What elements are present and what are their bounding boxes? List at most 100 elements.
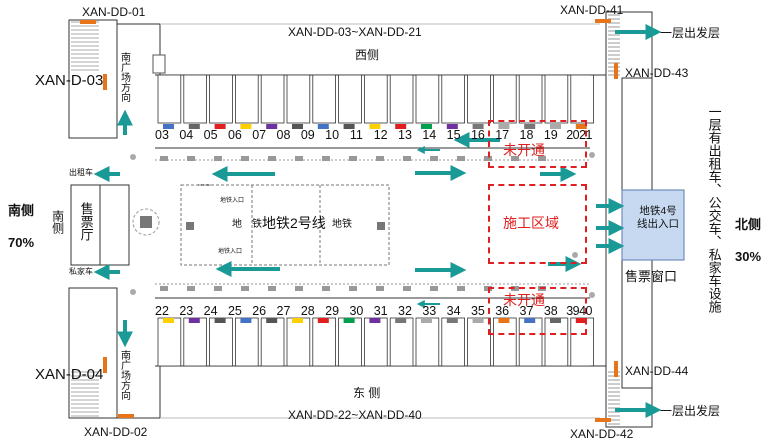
not-open-zone-bottom bbox=[488, 287, 587, 335]
metro-line-2: 地铁2号线 bbox=[262, 215, 326, 231]
gate-number: 12 bbox=[373, 128, 388, 142]
turnstile bbox=[214, 286, 222, 291]
gate-color-marker bbox=[266, 318, 278, 323]
gate-color-marker bbox=[292, 124, 303, 129]
gate-number: 32 bbox=[398, 304, 412, 318]
gate-color-marker bbox=[343, 318, 355, 323]
west-stall bbox=[441, 74, 465, 124]
east-stall bbox=[441, 317, 465, 367]
ticket-hall-label: 售票厅 bbox=[78, 202, 94, 241]
east-side-label: 东 侧 bbox=[353, 386, 381, 400]
gate-color-marker bbox=[550, 124, 561, 129]
turnstile bbox=[322, 156, 330, 161]
code-dd43: XAN-DD-43 bbox=[625, 66, 689, 80]
gate-color-marker bbox=[317, 124, 329, 129]
gate-number: 2021 bbox=[566, 128, 592, 142]
west-stall bbox=[415, 74, 440, 124]
turnstile bbox=[457, 156, 465, 161]
turnstile bbox=[187, 286, 195, 291]
south-direction-bottom: 南广场方向 bbox=[118, 350, 130, 400]
east-stall bbox=[338, 317, 362, 367]
turnstile bbox=[214, 156, 222, 161]
north-percent: 30% bbox=[735, 249, 762, 264]
gate-color-marker bbox=[292, 318, 303, 323]
marker-dd01 bbox=[80, 20, 96, 24]
gate-number: 08 bbox=[276, 128, 291, 142]
gate-number: 14 bbox=[422, 128, 437, 142]
turnstile bbox=[295, 286, 303, 291]
turnstile bbox=[430, 156, 438, 161]
west-stall bbox=[570, 74, 594, 124]
west-stall bbox=[312, 74, 336, 124]
gate-color-marker bbox=[163, 318, 174, 323]
west-range: XAN-DD-03~XAN-DD-21 bbox=[288, 25, 422, 39]
gate-number: 37 bbox=[519, 304, 534, 318]
code-dd44: XAN-DD-44 bbox=[625, 364, 689, 378]
metro-right: 地铁 bbox=[332, 219, 352, 230]
code-d04: XAN-D-04 bbox=[35, 366, 104, 383]
marker-dd42 bbox=[595, 418, 611, 422]
west-stall bbox=[363, 74, 388, 124]
gate-number: 05 bbox=[203, 128, 218, 142]
gate-color-marker bbox=[498, 318, 510, 323]
turnstile bbox=[241, 156, 249, 161]
gate-color-marker bbox=[395, 318, 407, 323]
gate-color-marker bbox=[575, 318, 587, 323]
turnstile bbox=[376, 156, 384, 161]
turnstile bbox=[187, 156, 195, 161]
gate-number: 09 bbox=[300, 128, 315, 142]
south-side-label: 南侧 bbox=[8, 203, 35, 218]
not-open-bottom: 未开通 bbox=[503, 292, 545, 308]
marker-dd44 bbox=[614, 361, 618, 377]
turnstile bbox=[349, 156, 357, 161]
gate-color-marker bbox=[472, 124, 484, 129]
gate-number: 18 bbox=[519, 128, 534, 142]
marker-dd41 bbox=[595, 19, 611, 23]
flow-arrows bbox=[93, 24, 662, 418]
gate-color-marker bbox=[317, 318, 329, 323]
gate-color-marker bbox=[163, 124, 174, 129]
svg-text:▭▭▭: ▭▭▭ bbox=[198, 182, 211, 187]
east-stall bbox=[209, 317, 233, 367]
turnstile bbox=[268, 286, 276, 291]
taxi-label: 出租车 bbox=[69, 168, 93, 177]
east-stall bbox=[312, 317, 336, 367]
not-open-top: 未开通 bbox=[503, 142, 545, 158]
gate-color-marker bbox=[369, 318, 381, 323]
west-side-label: 西侧 bbox=[355, 48, 380, 62]
gate-number: 28 bbox=[300, 304, 315, 318]
left-block-bottom bbox=[68, 287, 118, 419]
gate-color-marker bbox=[446, 318, 458, 323]
gate-color-marker bbox=[343, 124, 355, 129]
gate-number: 17 bbox=[495, 128, 510, 142]
marker-d03-top bbox=[103, 74, 107, 90]
gate-color-marker bbox=[498, 124, 510, 129]
metro-entrance-top: 地铁入口 bbox=[220, 198, 245, 204]
gate-number: 22 bbox=[155, 304, 169, 318]
metro-left2: 铁 bbox=[252, 219, 262, 230]
marker-dd43 bbox=[614, 63, 618, 79]
code-d03: XAN-D-03 bbox=[35, 72, 104, 89]
turnstile bbox=[511, 156, 519, 161]
code-dd41: XAN-DD-41 bbox=[560, 3, 624, 17]
metro-left1: 地 bbox=[232, 219, 242, 230]
turnstile bbox=[160, 286, 168, 291]
gate-color-marker bbox=[472, 318, 484, 323]
turnstile bbox=[160, 156, 168, 161]
gate-number: 3940 bbox=[566, 304, 592, 318]
gate-number: 27 bbox=[276, 304, 291, 318]
departure-bottom: 一层出发层 bbox=[660, 404, 721, 418]
gate-color-marker bbox=[214, 124, 226, 129]
gate-number: 36 bbox=[495, 304, 510, 318]
gate-number: 23 bbox=[179, 304, 194, 318]
gate-color-marker bbox=[240, 318, 252, 323]
gate-number: 19 bbox=[543, 128, 558, 142]
north-side-label: 北侧 bbox=[735, 217, 762, 232]
west-stall bbox=[183, 74, 208, 124]
gate-number: 30 bbox=[349, 304, 364, 318]
east-range: XAN-DD-22~XAN-DD-40 bbox=[288, 408, 422, 422]
gate-number: 04 bbox=[179, 128, 194, 142]
gate-number: 25 bbox=[227, 304, 242, 318]
gate-color-marker bbox=[421, 124, 432, 129]
west-stall bbox=[157, 74, 182, 124]
